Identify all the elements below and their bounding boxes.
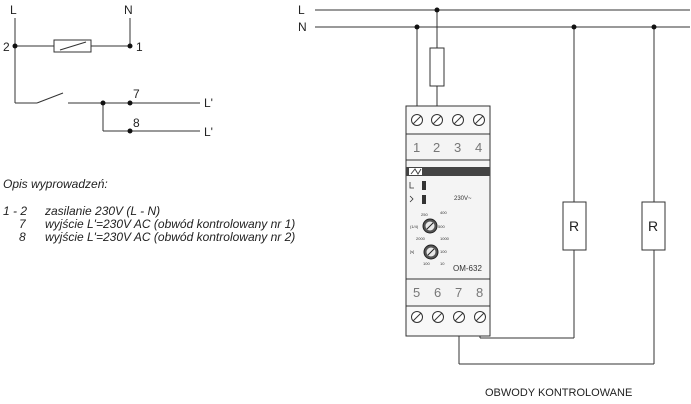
terminal-number-5: 5 (413, 285, 421, 300)
neutral-label: N (124, 3, 133, 17)
led-relay (422, 195, 426, 204)
junction-dot (651, 24, 657, 30)
relay-switch-contact (36, 92, 64, 104)
brand-logo-mark (410, 168, 422, 175)
screw-slot (475, 312, 485, 322)
coil-diagonal (59, 41, 87, 51)
device-housing (405, 105, 491, 337)
device-brand-bar (406, 167, 490, 176)
pin-8: 8 (19, 230, 26, 244)
fuse-symbol (429, 47, 445, 87)
screw-slot (474, 115, 484, 125)
junction-dot (12, 43, 18, 49)
knob-slot (427, 248, 435, 256)
knob1-scale-max: 400 (440, 210, 447, 215)
junction-dot (414, 24, 420, 30)
knob1-scale-min: 250 (421, 212, 428, 217)
device-model-label: OM-632 (453, 264, 482, 273)
delay-knob (423, 244, 439, 260)
terminal-number-8: 8 (476, 285, 484, 300)
controlled-circuits-caption: OBWODY KONTROLOWANE (485, 387, 633, 399)
knob2-scale-d: 100 (423, 261, 430, 266)
terminal-2-label: 2 (3, 40, 10, 54)
knob2-scale-b: 1000 (440, 236, 449, 241)
knob2-scale-a: 2000 (416, 236, 425, 241)
mains-phase-label: L (298, 3, 305, 17)
phase-label: L (10, 3, 17, 17)
voltage-label: 230V~ (454, 196, 472, 202)
terminal-number-6: 6 (434, 285, 442, 300)
mains-wiring (315, 9, 690, 365)
screw-slot (432, 115, 442, 125)
mains-neutral-label: N (298, 20, 307, 34)
junction-dot (127, 100, 133, 106)
pin-description-8: wyjście L'=230V AC (obwód kontrolowany n… (45, 230, 296, 244)
terminal-number-3: 3 (454, 140, 462, 155)
screw-slot (454, 312, 464, 322)
terminal-7-label: 7 (133, 87, 140, 101)
screw-slot (453, 115, 463, 125)
knob-slot (426, 222, 434, 230)
terminal-number-1: 1 (413, 140, 421, 155)
led-supply (422, 181, 426, 190)
junction-dot (127, 43, 133, 49)
indicator-symbols (409, 182, 414, 203)
terminal-8-label: 8 (133, 116, 140, 130)
relay-schematic (14, 18, 200, 132)
pin-range-1-2: 1 - 2 (3, 204, 28, 218)
mains-junctions (414, 7, 657, 30)
junction-dot (100, 100, 106, 106)
pin-description-1-2: zasilanie 230V (L - N) (45, 204, 161, 218)
brand-logo (409, 168, 422, 175)
terminal-number-7: 7 (455, 285, 463, 300)
output-1-label: L' (204, 96, 213, 110)
screw-slot (412, 312, 422, 322)
bottom-screws (411, 311, 486, 323)
output-2-label: L' (204, 125, 213, 139)
terminal-1-label: 1 (136, 40, 143, 54)
current-knob (422, 218, 438, 234)
load-2-label: R (648, 218, 659, 234)
knob1-scale-right: 500 (438, 224, 445, 229)
junction-dot (434, 7, 440, 13)
junction-dot (127, 128, 133, 134)
om632-device (405, 105, 491, 337)
description-title: Opis wyprowadzeń: (3, 177, 108, 191)
supply-symbol (409, 182, 414, 189)
pin-description-7: wyjście L'=230V AC (obwód kontrolowany n… (45, 217, 296, 231)
pin-7: 7 (19, 217, 26, 231)
schematic-junctions (12, 43, 133, 134)
knob2-scale-e: 10 (440, 261, 445, 266)
knob2-scale-c: 100 (440, 249, 447, 254)
terminal-number-4: 4 (475, 140, 483, 155)
relay-symbol (409, 195, 414, 203)
terminal-number-2: 2 (433, 140, 441, 155)
knob2-scale-unit: [s] (410, 249, 415, 254)
load-1-label: R (569, 218, 580, 234)
top-screws (411, 114, 485, 126)
knob1-scale-unit: (1/4) (410, 224, 419, 229)
junction-dot (571, 24, 577, 30)
screw-slot (433, 312, 443, 322)
screw-slot (412, 115, 422, 125)
